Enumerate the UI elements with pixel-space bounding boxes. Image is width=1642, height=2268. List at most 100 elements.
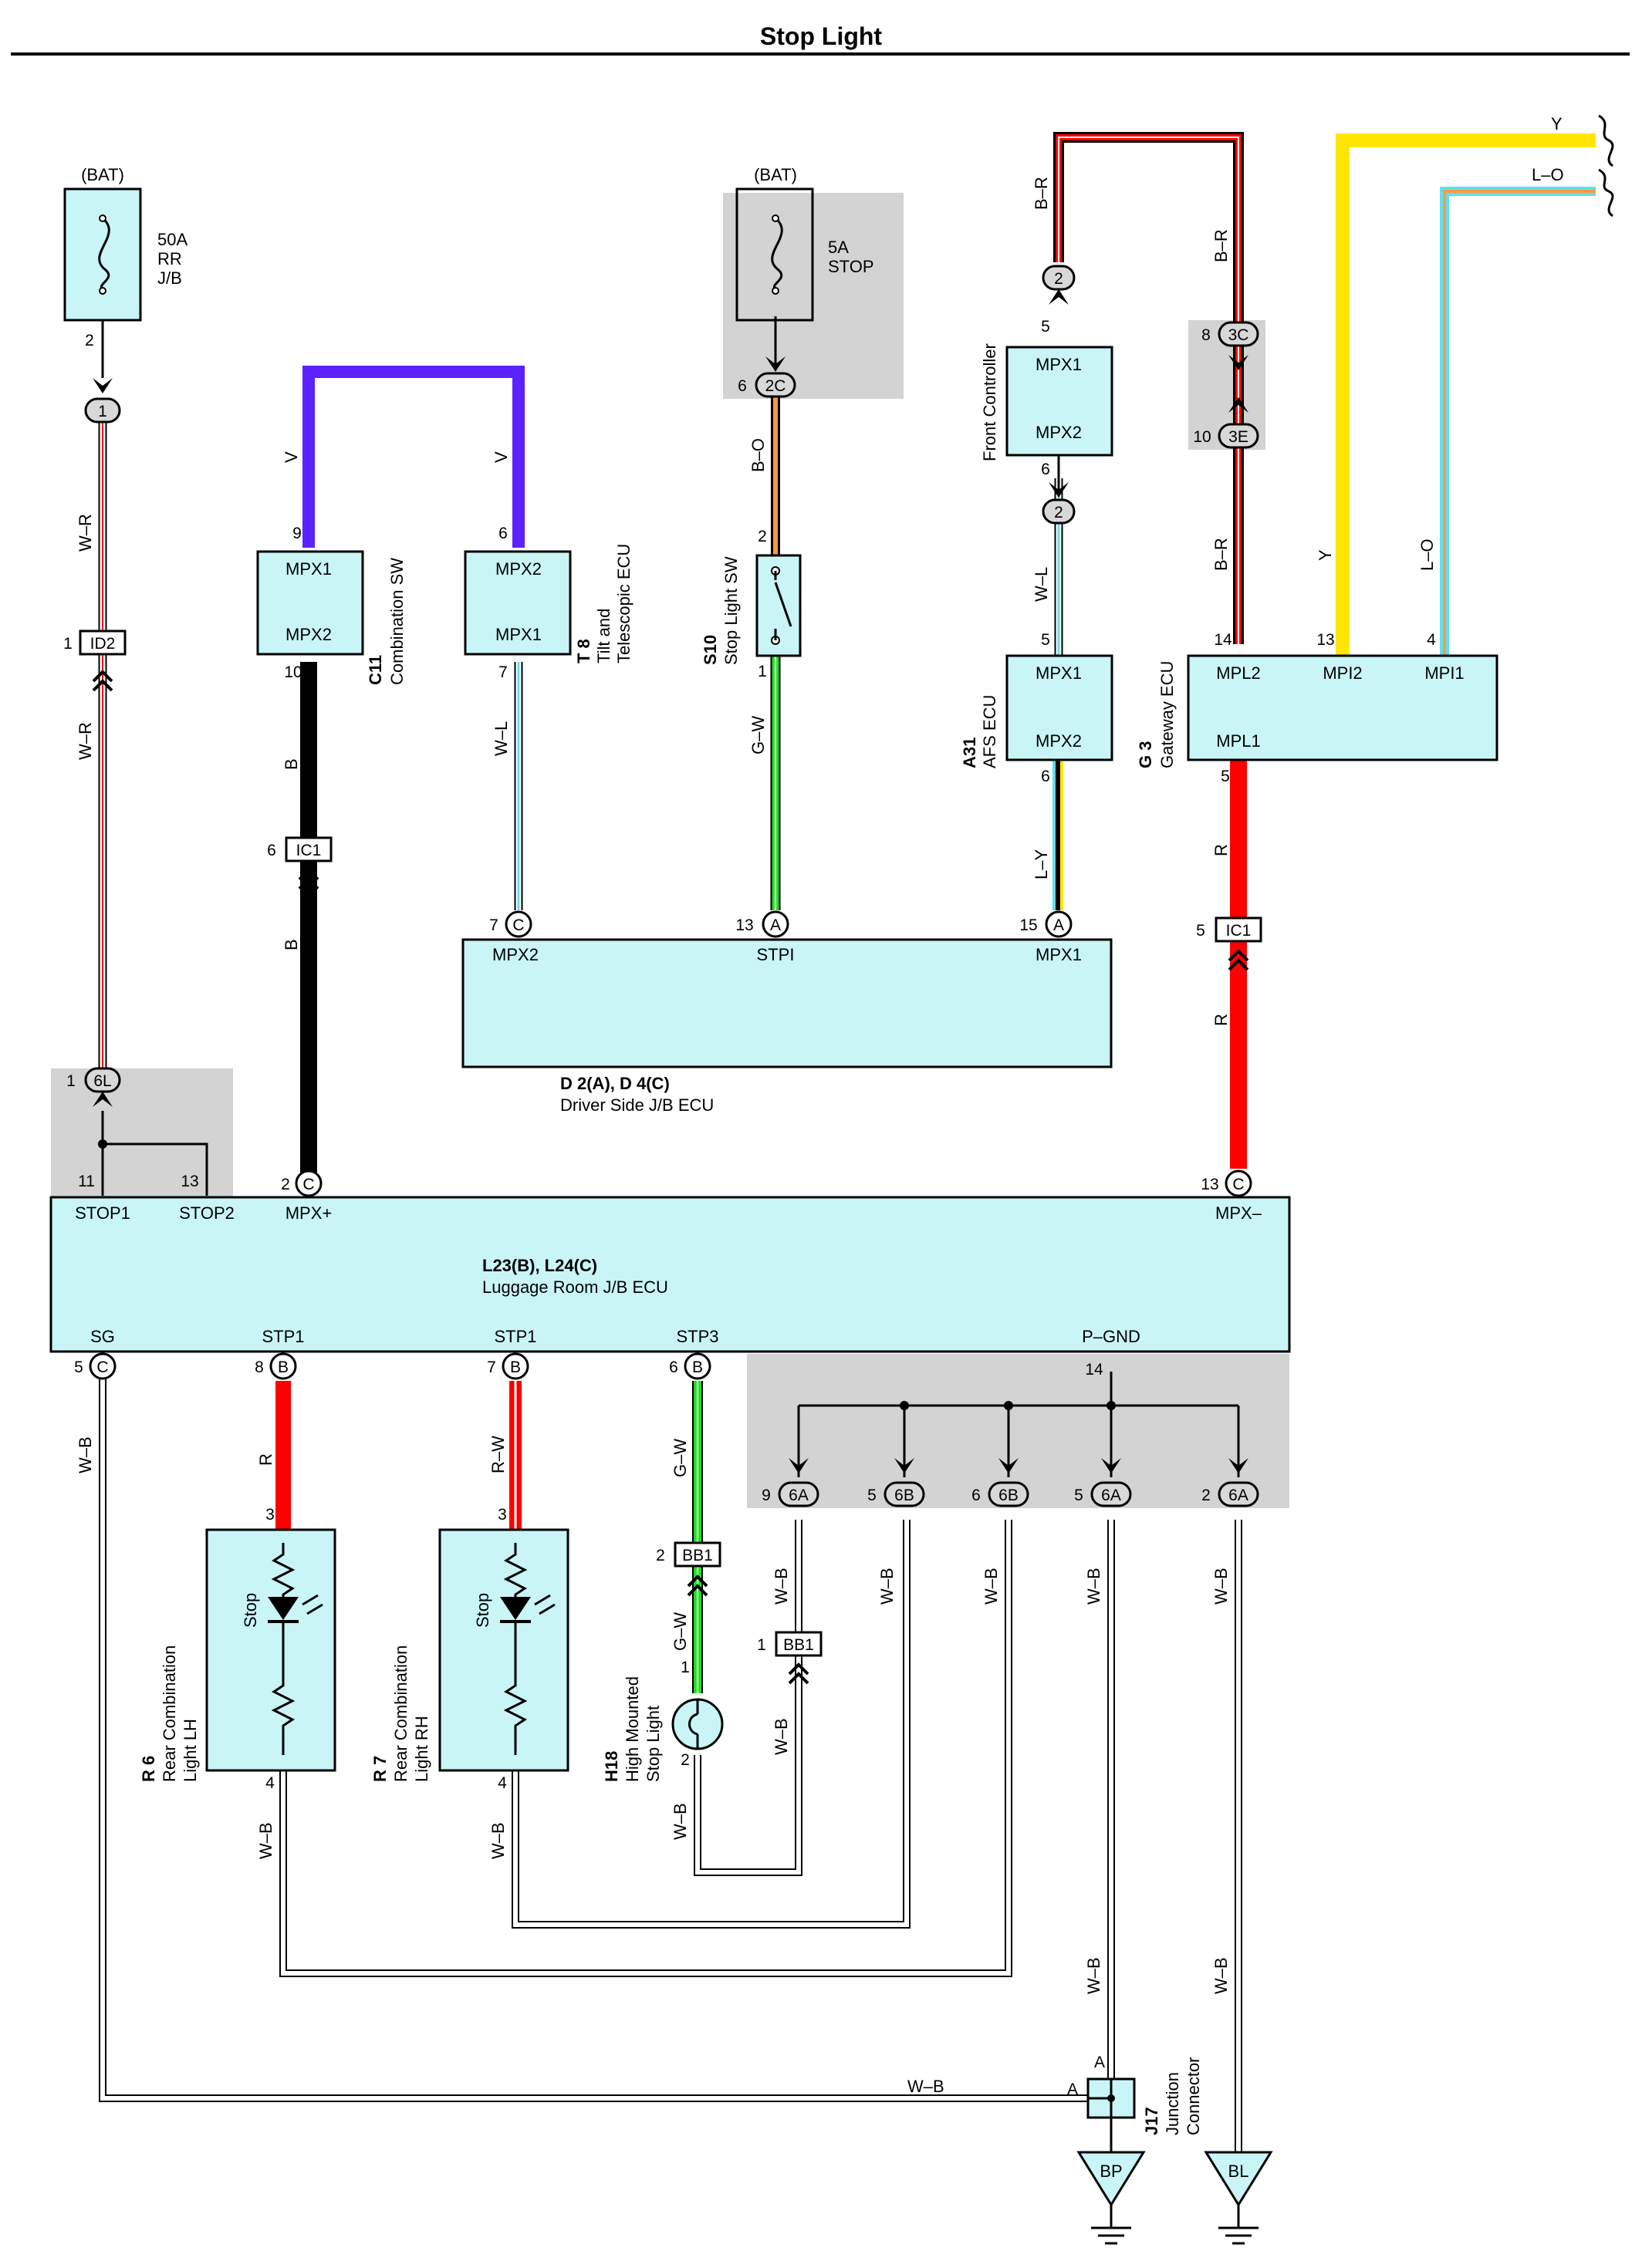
svg-text:W–B: W–B <box>877 1568 897 1605</box>
connector-bb1-upper: BB1 <box>674 1541 721 1568</box>
connector-2c: 2C <box>755 372 796 398</box>
svg-text:14: 14 <box>1214 631 1232 649</box>
svg-text:W–R: W–R <box>76 722 95 760</box>
svg-text:1: 1 <box>757 1636 766 1654</box>
connector-id2: ID2 <box>79 629 127 656</box>
front-controller: MPX1 MPX2 Front Controller <box>980 343 1113 461</box>
svg-text:G–W: G–W <box>671 1612 690 1651</box>
driver-jb-name: Driver Side J/B ECU <box>560 1095 714 1115</box>
svg-text:B–R: B–R <box>1032 177 1051 210</box>
svg-text:MPX1: MPX1 <box>1036 945 1082 964</box>
connector-1-top: 1 <box>84 397 121 424</box>
svg-text:A: A <box>1067 2081 1078 2098</box>
junction-connector-j17: J17 Junction Connector A A <box>1067 2054 1203 2135</box>
svg-text:6A: 6A <box>1228 1487 1248 1504</box>
luggage-room-jb-ecu: STOP1 STOP2 MPX+ MPX– L23(B), L24(C) Lug… <box>49 1196 1291 1353</box>
svg-text:1: 1 <box>681 1659 690 1676</box>
svg-text:1: 1 <box>63 635 73 653</box>
page-title: Stop Light <box>760 22 883 50</box>
connector-ic1-r: IC1 <box>1215 916 1262 943</box>
svg-text:C: C <box>512 916 524 934</box>
svg-text:C: C <box>96 1358 108 1376</box>
pin-numbers: 2 1 1 9 6 10 7 6 6 2 1 5 6 5 6 8 10 14 1… <box>63 318 1436 1792</box>
terminal-a15: A <box>1045 910 1073 938</box>
svg-text:C: C <box>302 1176 314 1193</box>
high-mounted-name-2: Stop Light <box>644 1706 663 1782</box>
svg-text:W–B: W–B <box>488 1822 508 1859</box>
terminal-c5: C <box>89 1352 117 1380</box>
svg-text:MPX1: MPX1 <box>1036 355 1082 374</box>
svg-text:6B: 6B <box>894 1487 914 1504</box>
terminal-a13: A <box>762 910 789 938</box>
connector-3e: 3E <box>1218 423 1259 449</box>
bat-label-left: (BAT) <box>81 165 124 184</box>
svg-text:6: 6 <box>669 1358 678 1376</box>
afs-ecu-name: AFS ECU <box>980 695 999 768</box>
svg-text:B–R: B–R <box>1211 229 1231 262</box>
wire-l-o <box>1440 187 1596 656</box>
j17-name-2: Connector <box>1184 2057 1203 2135</box>
svg-text:MPX1: MPX1 <box>285 559 332 579</box>
svg-text:3: 3 <box>265 1506 275 1524</box>
connector-6a-2: 6A <box>1218 1481 1259 1507</box>
svg-text:3C: 3C <box>1228 326 1249 344</box>
rear-combination-light-rh: Stop R 7 Rear Combination Light RH <box>370 1528 569 1782</box>
svg-text:6A: 6A <box>789 1487 809 1504</box>
svg-text:6B: 6B <box>998 1487 1019 1504</box>
wire-pgnd-bus <box>797 1372 1240 1477</box>
svg-text:SG: SG <box>90 1327 115 1346</box>
svg-text:4: 4 <box>265 1774 275 1792</box>
svg-text:G–W: G–W <box>748 716 768 754</box>
svg-text:ID2: ID2 <box>90 635 116 653</box>
afs-ecu-id: A31 <box>960 737 979 768</box>
ground-bl: BL <box>1204 2151 1273 2245</box>
svg-text:A: A <box>1094 2054 1105 2071</box>
connector-arrows <box>93 289 1248 1473</box>
svg-text:R: R <box>1211 1014 1231 1026</box>
svg-text:1: 1 <box>758 663 767 680</box>
svg-text:MPL1: MPL1 <box>1216 731 1260 751</box>
svg-text:13: 13 <box>1201 1176 1218 1193</box>
gateway-ecu: MPL2 MPI2 MPI1 MPL1 G 3 Gateway ECU <box>1136 654 1498 768</box>
high-mounted-name-1: High Mounted <box>623 1676 642 1782</box>
wire-y <box>1336 133 1596 656</box>
svg-text:C: C <box>1232 1176 1244 1193</box>
connector-6l: 6L <box>84 1067 121 1093</box>
svg-text:3E: 3E <box>1228 428 1248 446</box>
svg-text:MPL2: MPL2 <box>1216 663 1260 683</box>
svg-text:13: 13 <box>1316 631 1334 649</box>
wire-w-b-returns <box>279 1520 1242 2152</box>
tilt-ecu-name-2: Telescopic ECU <box>614 544 633 663</box>
svg-text:B: B <box>692 1358 703 1376</box>
svg-text:B: B <box>282 758 301 770</box>
svg-text:6: 6 <box>1041 461 1050 478</box>
fuse-rating: 50A <box>157 230 188 249</box>
svg-text:STP1: STP1 <box>262 1327 304 1346</box>
svg-text:W–B: W–B <box>772 1718 791 1755</box>
tilt-ecu-name-1: Tilt and <box>594 609 613 663</box>
svg-text:7: 7 <box>498 663 508 681</box>
combination-sw: MPX1 MPX2 C11 Combination SW <box>256 550 407 685</box>
svg-text:STOP1: STOP1 <box>75 1203 130 1223</box>
svg-text:W–B: W–B <box>772 1568 791 1605</box>
svg-text:6: 6 <box>498 525 508 542</box>
high-mounted-stop-light: H18 High Mounted Stop Light <box>602 1676 724 1782</box>
svg-text:6: 6 <box>971 1487 981 1504</box>
rear-lh-id: R 6 <box>139 1756 158 1782</box>
svg-text:R: R <box>1211 844 1231 856</box>
svg-text:6A: 6A <box>1101 1487 1121 1504</box>
svg-text:MPX2: MPX2 <box>495 559 542 579</box>
svg-text:5: 5 <box>1041 631 1050 649</box>
junction-dot <box>1106 1401 1116 1410</box>
driver-side-jb-ecu: MPX2 STPI MPX1 D 2(A), D 4(C) Driver Sid… <box>461 938 1113 1115</box>
wire-b-r <box>1053 132 1244 644</box>
j17-id: J17 <box>1142 2107 1161 2135</box>
svg-text:1: 1 <box>66 1072 76 1090</box>
wire-w-b-sg <box>99 1377 1088 2102</box>
connector-2-bottom: 2 <box>1042 498 1076 525</box>
wire-v <box>302 366 525 548</box>
svg-text:W–B: W–B <box>1084 1568 1103 1605</box>
terminal-b6: B <box>684 1352 711 1380</box>
svg-text:W–L: W–L <box>1032 567 1051 602</box>
svg-text:IC1: IC1 <box>296 842 322 859</box>
